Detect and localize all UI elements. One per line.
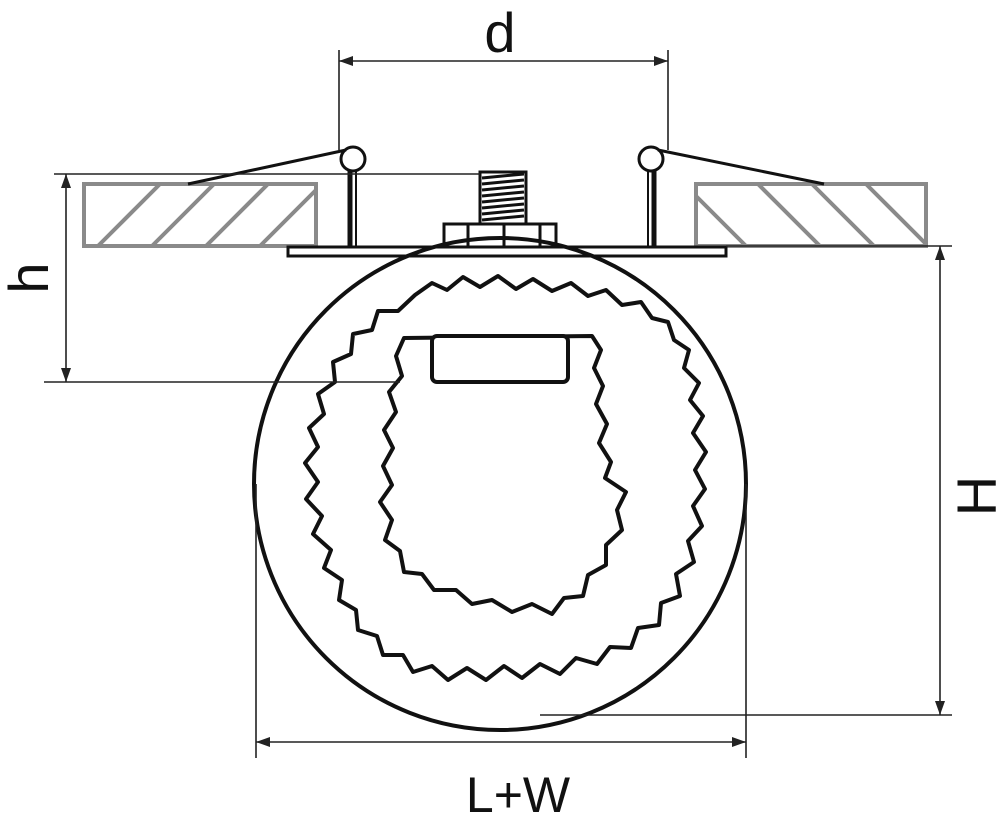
- glass-sphere: [252, 236, 748, 732]
- lamp-socket: [430, 334, 570, 384]
- hex-nut: [442, 222, 558, 249]
- threaded-stud: [478, 170, 528, 226]
- spring-clip-right: [637, 145, 825, 247]
- dimension-lines: [44, 50, 952, 758]
- crackle-texture-inner: [378, 334, 628, 616]
- dimension-label-lw: L+W: [466, 767, 571, 823]
- crackle-texture-outer: [303, 274, 708, 682]
- ceiling-panel-right: [694, 182, 928, 248]
- dimension-label-d: d: [484, 1, 515, 64]
- dimension-arrowheads: [61, 56, 945, 747]
- dimension-label-H: H: [945, 476, 1000, 516]
- dimension-label-h: h: [0, 262, 60, 293]
- ceiling-panel-left: [82, 182, 318, 248]
- spring-clip-left: [187, 145, 367, 247]
